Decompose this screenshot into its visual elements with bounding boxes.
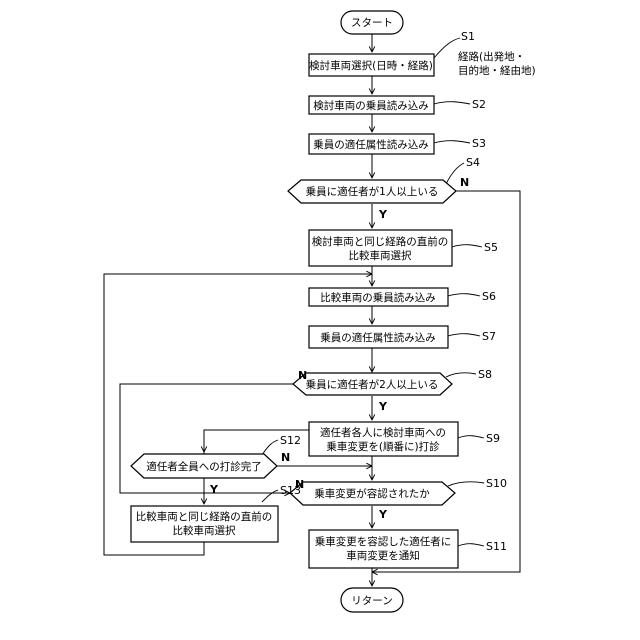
s3-leader — [434, 141, 470, 143]
s1-leader — [434, 38, 460, 58]
s6-text: 比較車両の乗員読み込み — [320, 291, 436, 304]
s11-text-line1: 乗車変更を容認した適任者に — [315, 535, 452, 548]
s9-leader — [458, 436, 484, 438]
s5-text-line1: 検討車両と同じ経路の直前の — [312, 235, 449, 248]
s11-leader — [458, 544, 484, 546]
s8-leader — [446, 373, 476, 377]
end-terminal: リターン — [341, 588, 403, 612]
s9-text-line1: 適任者各人に検討車両への — [320, 426, 446, 439]
step-s1: 検討車両選択(日時・経路) — [309, 54, 434, 76]
start-terminal: スタート — [341, 11, 403, 34]
end-label: リターン — [351, 595, 392, 607]
s12-yes-label: Y — [209, 483, 219, 496]
s5-text-line2: 比較車両選択 — [349, 249, 412, 262]
step-s13: 比較車両と同じ経路の直前の 比較車両選択 — [131, 506, 278, 542]
s9-label: S9 — [486, 432, 500, 445]
s4-text: 乗員に適任者が1人以上いる — [306, 185, 439, 198]
step-s6: 比較車両の乗員読み込み — [309, 288, 448, 306]
s12-no-label: N — [281, 451, 290, 464]
s4-no-label: N — [460, 176, 469, 189]
s12-leader — [262, 440, 278, 455]
decision-s8: 乗員に適任者が2人以上いる — [293, 373, 452, 395]
s2-leader — [434, 102, 470, 104]
step-s5: 検討車両と同じ経路の直前の 比較車両選択 — [309, 230, 452, 266]
step-s11: 乗車変更を容認した適任者に 車両変更を通知 — [309, 530, 458, 568]
s3-label: S3 — [472, 137, 486, 150]
s13-text-line2: 比較車両選択 — [173, 524, 236, 537]
s11-label: S11 — [486, 540, 507, 553]
start-label: スタート — [351, 17, 393, 29]
s13-leader — [262, 490, 278, 502]
s10-yes-label: Y — [378, 508, 388, 521]
s4-label: S4 — [466, 156, 480, 169]
s10-leader — [448, 482, 484, 486]
s12-label: S12 — [280, 434, 301, 447]
s6-label: S6 — [482, 290, 496, 303]
decision-s12: 適任者全員への打診完了 — [131, 454, 277, 478]
s6-leader — [448, 294, 480, 296]
s10-label: S10 — [486, 477, 507, 490]
s10-no-label: N — [295, 478, 304, 491]
s7-text: 乗員の適任属性読み込み — [320, 331, 436, 344]
s1-note-line2: 目的地・経由地) — [458, 64, 536, 77]
s8-no-label: N — [298, 369, 307, 382]
s2-label: S2 — [472, 98, 486, 111]
step-s9: 適任者各人に検討車両への 乗車変更を(順番に)打診 — [309, 422, 458, 456]
s1-text: 検討車両選択(日時・経路) — [309, 59, 433, 72]
s5-label: S5 — [484, 241, 498, 254]
s8-text: 乗員に適任者が2人以上いる — [306, 378, 439, 391]
s8-yes-label: Y — [378, 400, 388, 413]
s4-yes-label: Y — [378, 208, 388, 221]
s1-note-line1: 経路(出発地・ — [458, 50, 525, 63]
s9-text-line2: 乗車変更を(順番に)打診 — [326, 440, 440, 453]
step-s2: 検討車両の乗員読み込み — [309, 96, 434, 114]
step-s7: 乗員の適任属性読み込み — [309, 326, 448, 348]
s13-text-line1: 比較車両と同じ経路の直前の — [136, 510, 273, 523]
s8-label: S8 — [478, 368, 492, 381]
s10-text: 乗車変更が容認されたか — [314, 487, 430, 500]
decision-s10: 乗車変更が容認されたか — [290, 482, 455, 505]
s11-text-line2: 車両変更を通知 — [346, 549, 420, 562]
s12-text: 適任者全員への打診完了 — [146, 460, 262, 473]
s1-label: S1 — [461, 30, 475, 43]
s2-text: 検討車両の乗員読み込み — [313, 99, 429, 112]
decision-s4: 乗員に適任者が1人以上いる — [288, 180, 456, 203]
s5-leader — [452, 245, 482, 247]
step-s3: 乗員の適任属性読み込み — [309, 134, 434, 154]
s3-text: 乗員の適任属性読み込み — [313, 138, 429, 151]
s7-label: S7 — [482, 330, 496, 343]
s7-leader — [448, 334, 480, 336]
